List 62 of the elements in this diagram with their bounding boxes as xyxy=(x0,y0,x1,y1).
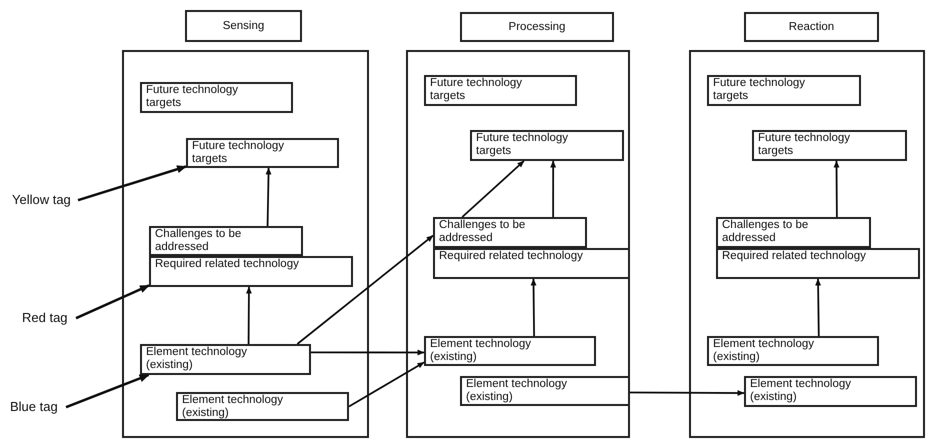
box-text: Element technology (existing) xyxy=(750,378,852,404)
technology-box xyxy=(716,217,871,248)
arrow xyxy=(266,167,272,226)
technology-box xyxy=(424,336,596,366)
technology-box xyxy=(186,138,339,168)
box-text: Element technology (existing) xyxy=(713,338,816,364)
box-text: Required related technology xyxy=(722,250,867,263)
technology-box xyxy=(744,376,917,407)
technology-box xyxy=(424,75,577,106)
arrow xyxy=(296,234,434,345)
panel-box xyxy=(122,50,369,438)
technology-box xyxy=(707,75,861,106)
technology-box xyxy=(716,248,920,279)
leader-line xyxy=(66,374,150,408)
box-text: Required related technology xyxy=(439,250,584,263)
tag-label: Yellow tag xyxy=(12,193,72,209)
box-text: Element technology (existing) xyxy=(146,346,248,372)
box-text: Element technology (existing) xyxy=(430,338,532,364)
technology-box xyxy=(707,336,879,366)
technology-box xyxy=(149,256,353,287)
technology-box xyxy=(176,392,349,421)
arrow xyxy=(246,286,252,344)
tag-label: Red tag xyxy=(22,311,70,327)
box-text: Future technology targets xyxy=(430,77,524,103)
box-text: Future technology targets xyxy=(192,140,286,166)
arrow xyxy=(530,278,536,336)
technology-box xyxy=(433,248,630,279)
tag-label: Blue tag xyxy=(10,400,60,416)
leader-line xyxy=(78,165,187,202)
arrow xyxy=(815,278,821,336)
box-text: Future technology targets xyxy=(713,77,806,103)
arrow xyxy=(630,390,745,396)
box-text: Required related technology xyxy=(155,258,300,271)
panel-box xyxy=(406,50,630,438)
stage-header-box xyxy=(460,12,614,42)
arrow xyxy=(311,350,425,356)
stage-header-box xyxy=(744,12,879,42)
stage-title: Sensing xyxy=(222,20,264,32)
technology-box xyxy=(460,376,630,406)
technology-box xyxy=(433,217,587,248)
stage-header-box xyxy=(185,10,302,42)
panel-box xyxy=(689,50,925,438)
arrow xyxy=(348,362,425,408)
box-text: Future technology targets xyxy=(476,132,570,158)
box-text: Challenges to be addressed xyxy=(439,219,526,245)
box-text: Challenges to be addressed xyxy=(722,219,810,245)
technology-box xyxy=(140,344,311,375)
box-text: Challenges to be addressed xyxy=(155,228,242,254)
leader-line xyxy=(75,284,150,320)
arrow xyxy=(462,160,524,218)
stage-title: Processing xyxy=(508,20,566,34)
box-text: Future technology targets xyxy=(758,132,852,158)
technology-box xyxy=(140,82,293,113)
box-text: Element technology (existing) xyxy=(466,378,568,404)
arrow xyxy=(550,160,556,217)
box-text: Element technology (existing) xyxy=(182,394,284,420)
technology-box xyxy=(470,130,624,161)
stage-title: Reaction xyxy=(788,20,834,34)
technology-box xyxy=(149,226,303,256)
arrow xyxy=(834,160,840,217)
technology-box xyxy=(752,130,907,161)
box-text: Future technology targets xyxy=(146,84,240,110)
